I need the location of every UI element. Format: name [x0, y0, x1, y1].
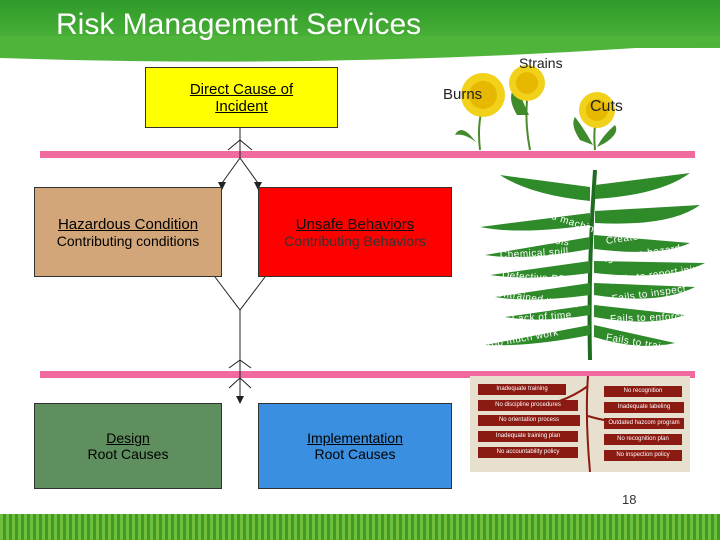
dandelion-illustration [455, 65, 617, 151]
hazardous-condition-subtitle: Contributing conditions [56, 232, 200, 249]
hazardous-condition-box: Hazardous Condition Contributing conditi… [34, 187, 222, 277]
footer-bar [0, 514, 720, 540]
root-left-2: No orientation process [478, 415, 580, 426]
root-left-0: Inadequate training [478, 384, 566, 395]
page-title: Risk Management Services [56, 8, 422, 41]
root-right-2: Outdated hazcom program [604, 418, 684, 429]
root-left-4: No accountability policy [478, 447, 578, 458]
dandelion-flower-left [455, 73, 505, 151]
root-right-0: No recognition [604, 386, 682, 397]
design-box: Design Root Causes [34, 403, 222, 489]
design-title: Design [106, 430, 150, 446]
unsafe-behaviors-box: Unsafe Behaviors Contributing Behaviors [258, 187, 452, 277]
hazardous-condition-title: Hazardous Condition [57, 215, 199, 233]
implementation-subtitle: Root Causes [314, 446, 396, 462]
upper-divider-bar [40, 151, 695, 158]
strains-label: Strains [519, 55, 563, 71]
dandelion-flower-right [573, 92, 617, 151]
lower-divider-bar [40, 371, 695, 378]
direct-cause-box: Direct Cause of Incident [145, 67, 338, 128]
unsafe-behaviors-subtitle: Contributing Behaviors [284, 232, 426, 249]
root-right-1: Inadequate labeling [604, 402, 684, 413]
root-left-3: Inadequate training plan [478, 431, 578, 442]
unsafe-behaviors-title: Unsafe Behaviors [295, 215, 415, 233]
dandelion-flower-middle [509, 65, 545, 151]
design-subtitle: Root Causes [87, 446, 169, 462]
cuts-label: Cuts [590, 98, 623, 115]
direct-cause-line1: Direct Cause of [189, 80, 294, 98]
root-right-4: No inspection policy [604, 450, 682, 461]
page-number: 18 [622, 492, 637, 507]
root-left-1: No discipline procedures [478, 400, 578, 411]
root-right-3: No recognition plan [604, 434, 682, 445]
fern-plant-illustration [480, 169, 705, 361]
direct-cause-line2: Incident [215, 97, 268, 115]
burns-label: Burns [443, 86, 483, 103]
implementation-title: Implementation [307, 430, 403, 446]
implementation-box: Implementation Root Causes [258, 403, 452, 489]
header-curve [0, 36, 720, 62]
